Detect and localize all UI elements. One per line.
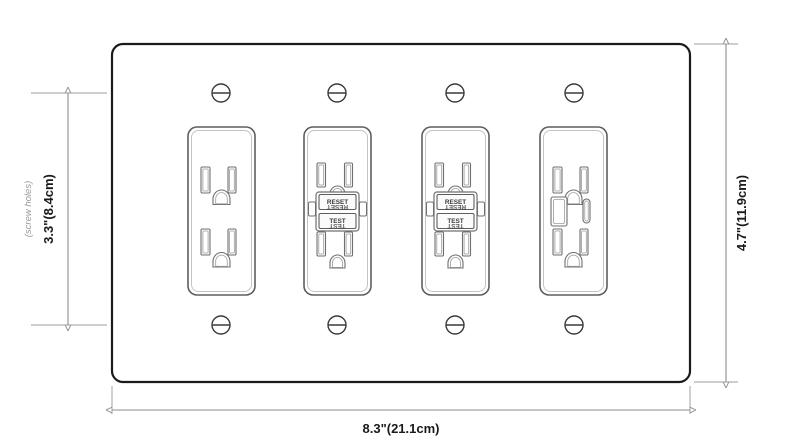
screw-row-top	[211, 83, 584, 103]
screw-top-2	[327, 83, 347, 103]
gfci-reset-button[interactable]	[436, 193, 475, 211]
dimension-note-screw-holes: (screw holes)	[23, 181, 34, 238]
dimension-label-height-screw-holes: 3.3"(8.4cm)	[41, 174, 56, 244]
outlet-extra-narrow-slot	[582, 198, 591, 224]
outlet-inner-bevel	[191, 130, 252, 292]
gfci-test-button[interactable]	[318, 212, 357, 230]
gfci-test-label: TEST	[447, 218, 463, 225]
gfci-reset-button[interactable]	[318, 193, 357, 211]
outlet-body	[539, 126, 608, 296]
screw-bottom-2	[327, 315, 347, 335]
screw-top-1	[211, 83, 231, 103]
gfci-tab-right	[477, 201, 485, 217]
gfci-tab-right	[359, 201, 367, 217]
dimension-width-overall: 8.3"(21.1cm)	[112, 386, 690, 436]
screw-bottom-4	[564, 315, 584, 335]
outlet-inner-bevel	[543, 130, 604, 292]
dimension-label-width-overall: 8.3"(21.1cm)	[363, 421, 440, 436]
gfci-tab-left	[308, 201, 316, 217]
screw-row-bottom	[211, 315, 584, 335]
gfci-reset-label-mirror: RESET	[445, 203, 466, 210]
gfci-reset-label-mirror: RESET	[327, 203, 348, 210]
dimension-label-height-overall: 4.7"(11.9cm)	[734, 175, 749, 251]
screw-top-4	[564, 83, 584, 103]
gfci-tab-left	[426, 201, 434, 217]
outlet-inner-bevel	[307, 130, 368, 292]
dimension-height-screw-holes: 3.3"(8.4cm) (screw holes)	[23, 93, 107, 325]
screw-bottom-3	[445, 315, 465, 335]
gfci-test-label-mirror: TEST	[447, 222, 463, 229]
gfci-button-block: RESET RESET TEST TEST	[308, 191, 367, 232]
outlet-standard-right[interactable]	[539, 126, 608, 296]
gfci-test-button[interactable]	[436, 212, 475, 230]
dimension-height-overall: 4.7"(11.9cm)	[694, 44, 749, 382]
outlet-standard-left[interactable]	[187, 126, 256, 296]
screw-bottom-1	[211, 315, 231, 335]
outlet-extra-wide-slot	[550, 196, 568, 227]
gfci-reset-label: RESET	[445, 199, 466, 206]
outlet-inner-bevel	[425, 130, 486, 292]
gfci-test-label: TEST	[329, 218, 345, 225]
gfci-test-label-mirror: TEST	[329, 222, 345, 229]
gfci-button-block: RESET RESET TEST TEST	[426, 191, 485, 232]
gfci-reset-label: RESET	[327, 199, 348, 206]
screw-top-3	[445, 83, 465, 103]
outlet-gfci-2[interactable]: RESET RESET TEST TEST	[421, 126, 490, 296]
outlet-body	[187, 126, 256, 296]
outlet-gfci-1[interactable]: RESET RESET TEST TEST	[303, 126, 372, 296]
